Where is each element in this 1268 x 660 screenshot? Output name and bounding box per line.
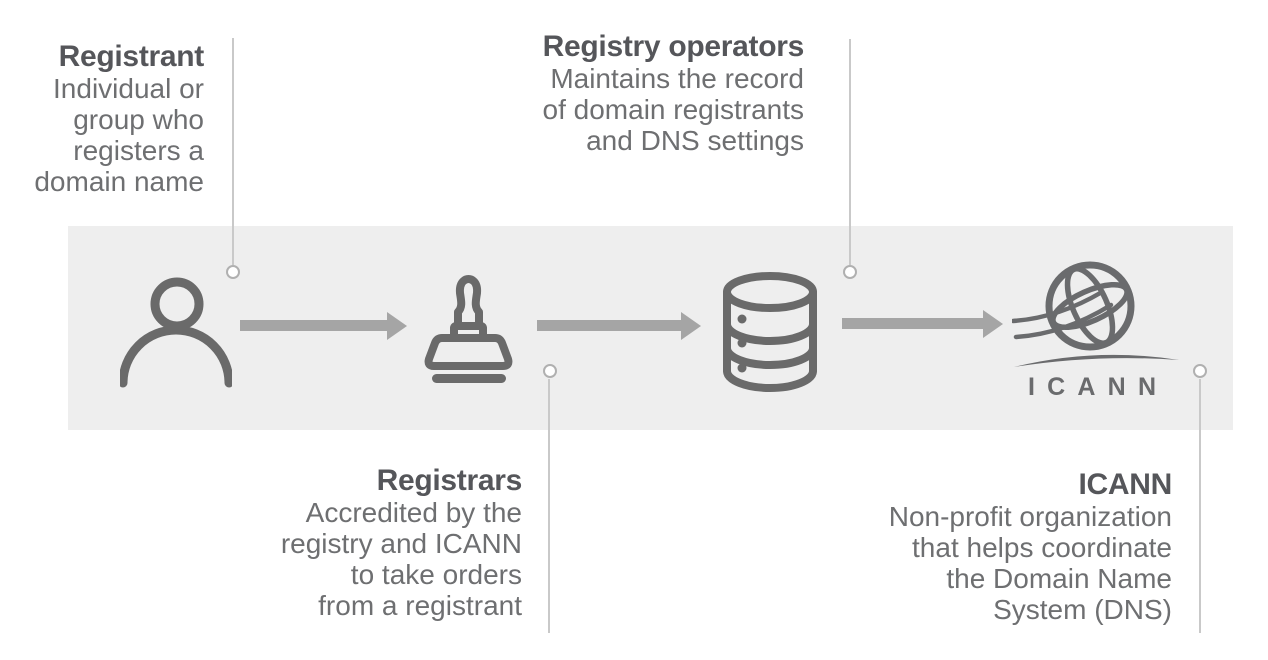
icann-connector-dot xyxy=(1193,364,1207,378)
icann-wordmark: ICANN xyxy=(1028,373,1156,400)
registrant-connector-dot xyxy=(226,265,240,279)
icann-description-line: that helps coordinate xyxy=(912,532,1172,563)
registrars-title: Registrars xyxy=(376,464,523,497)
registrars-connector-line xyxy=(548,379,550,633)
flow-arrow-icon xyxy=(240,311,407,340)
registrars-description-line: from a registrant xyxy=(318,590,522,621)
icann-label: ICANN Non-profit organization that helps… xyxy=(880,468,1173,625)
registrars-description-line: registry and ICANN xyxy=(280,528,522,559)
registrant-label: Registrant Individual or group who regis… xyxy=(0,40,204,197)
registrars-label: Registrars Accredited by the registry an… xyxy=(280,464,522,621)
registry-operators-connector-dot xyxy=(843,265,857,279)
registrant-description-line: Individual or xyxy=(53,73,204,104)
registry-operators-title: Registry operators xyxy=(542,30,805,63)
icann-title: ICANN xyxy=(1078,468,1173,501)
swoosh-line xyxy=(1012,289,1105,324)
registrant-title: Registrant xyxy=(58,40,205,73)
registry-operators-connector-line xyxy=(849,39,851,265)
database-icon xyxy=(723,272,817,392)
flow-arrow-icon xyxy=(842,309,1003,338)
registry-operators-description-line: Maintains the record xyxy=(550,63,804,94)
registrant-description-line: registers a xyxy=(73,135,204,166)
swoosh-underline xyxy=(1014,354,1179,367)
registrant-connector-line xyxy=(232,38,234,265)
icann-description-line: the Domain Name xyxy=(946,563,1172,594)
icann-description-line: Non-profit organization xyxy=(888,501,1172,532)
registrars-description-line: Accredited by the xyxy=(305,497,522,528)
registrars-connector-dot xyxy=(543,364,557,378)
registry-operators-description-line: and DNS settings xyxy=(586,125,804,156)
swoosh-line xyxy=(1013,302,1114,340)
registrant-description-line: group who xyxy=(73,104,204,135)
registrant-description-line: domain name xyxy=(34,166,204,197)
icann-description-line: System (DNS) xyxy=(993,594,1172,625)
icann-globe-logo: ICANN xyxy=(1012,261,1179,400)
flow-arrow-icon xyxy=(537,311,701,340)
registrars-description-line: to take orders xyxy=(350,559,522,590)
icann-connector-line xyxy=(1199,379,1201,633)
person-icon xyxy=(120,277,232,388)
registry-operators-description-line: of domain registrants xyxy=(542,94,804,125)
registry-operators-label: Registry operators Maintains the record … xyxy=(500,30,805,156)
stamp-icon xyxy=(424,275,513,383)
